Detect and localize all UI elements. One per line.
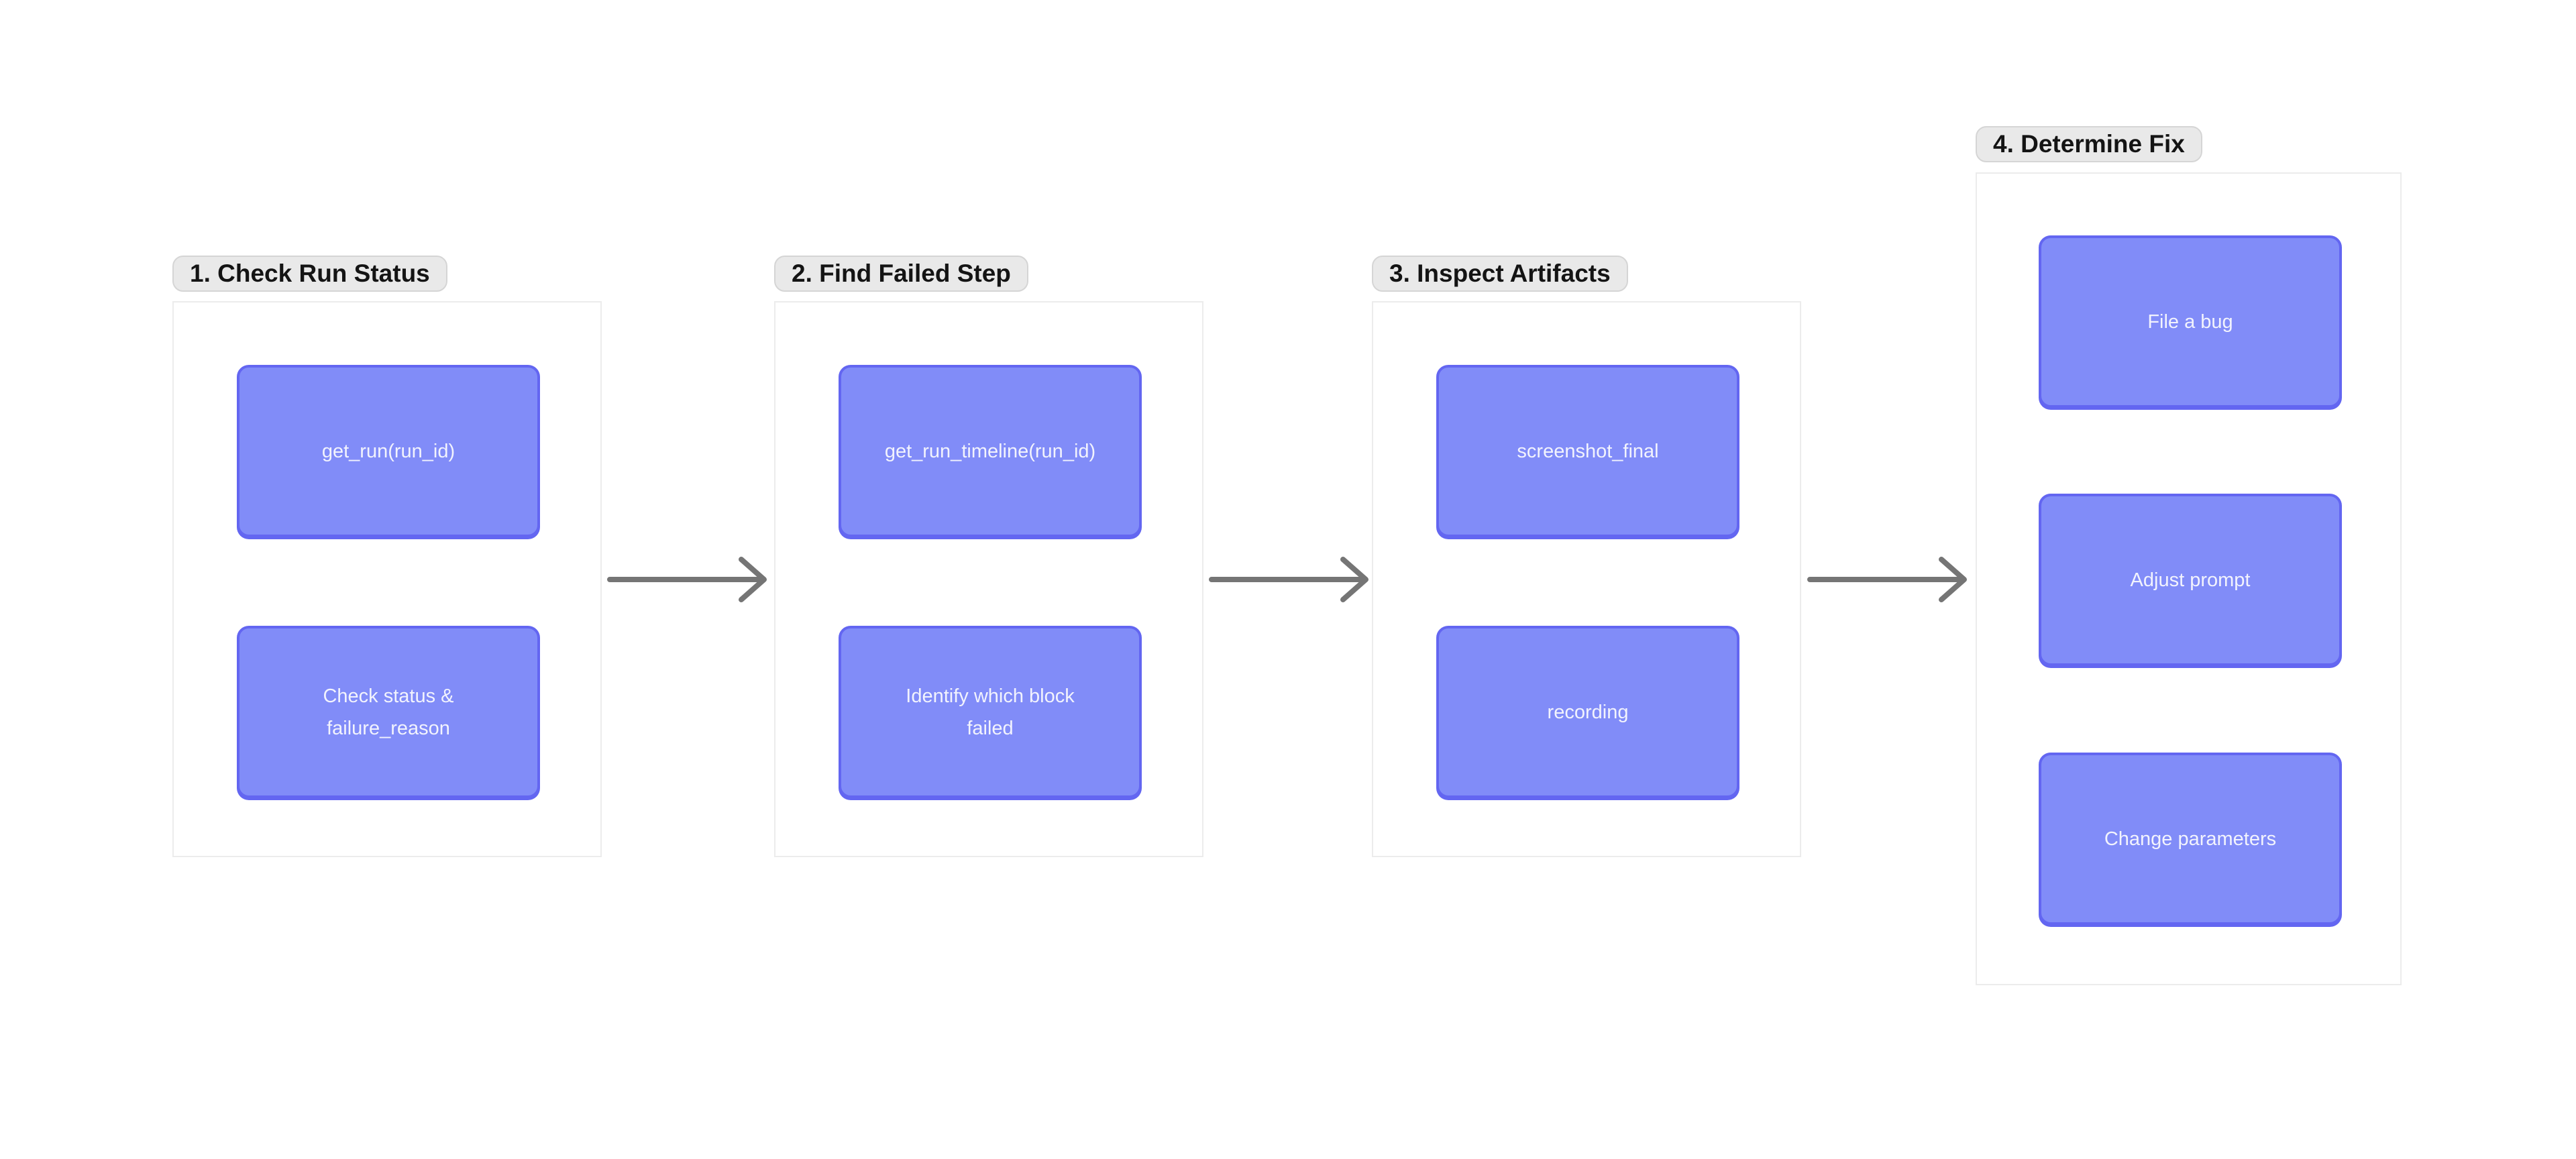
node-recording[interactable]: recording <box>1436 626 1739 798</box>
node-get-run-timeline[interactable]: get_run_timeline(run_id) <box>839 365 1142 537</box>
group-check-run-status: get_run(run_id) Check status & failure_r… <box>172 301 602 857</box>
node-get-run[interactable]: get_run(run_id) <box>237 365 540 537</box>
node-check-status-failure-reason[interactable]: Check status & failure_reason <box>237 626 540 798</box>
node-file-a-bug[interactable]: File a bug <box>2039 235 2342 408</box>
node-identify-which-block-failed[interactable]: Identify which block failed <box>839 626 1142 798</box>
arrow-right-icon <box>1209 557 1368 602</box>
node-adjust-prompt[interactable]: Adjust prompt <box>2039 494 2342 666</box>
arrow-right-icon <box>1807 557 1967 602</box>
step-label-find-failed-step: 2. Find Failed Step <box>774 256 1028 292</box>
node-change-parameters[interactable]: Change parameters <box>2039 753 2342 925</box>
arrow-right-icon <box>607 557 767 602</box>
node-screenshot-final[interactable]: screenshot_final <box>1436 365 1739 537</box>
group-determine-fix: File a bug Adjust prompt Change paramete… <box>1976 172 2402 985</box>
group-find-failed-step: get_run_timeline(run_id) Identify which … <box>774 301 1203 857</box>
step-label-check-run-status: 1. Check Run Status <box>172 256 447 292</box>
group-inspect-artifacts: screenshot_final recording <box>1372 301 1801 857</box>
step-label-inspect-artifacts: 3. Inspect Artifacts <box>1372 256 1628 292</box>
step-label-determine-fix: 4. Determine Fix <box>1976 126 2202 162</box>
